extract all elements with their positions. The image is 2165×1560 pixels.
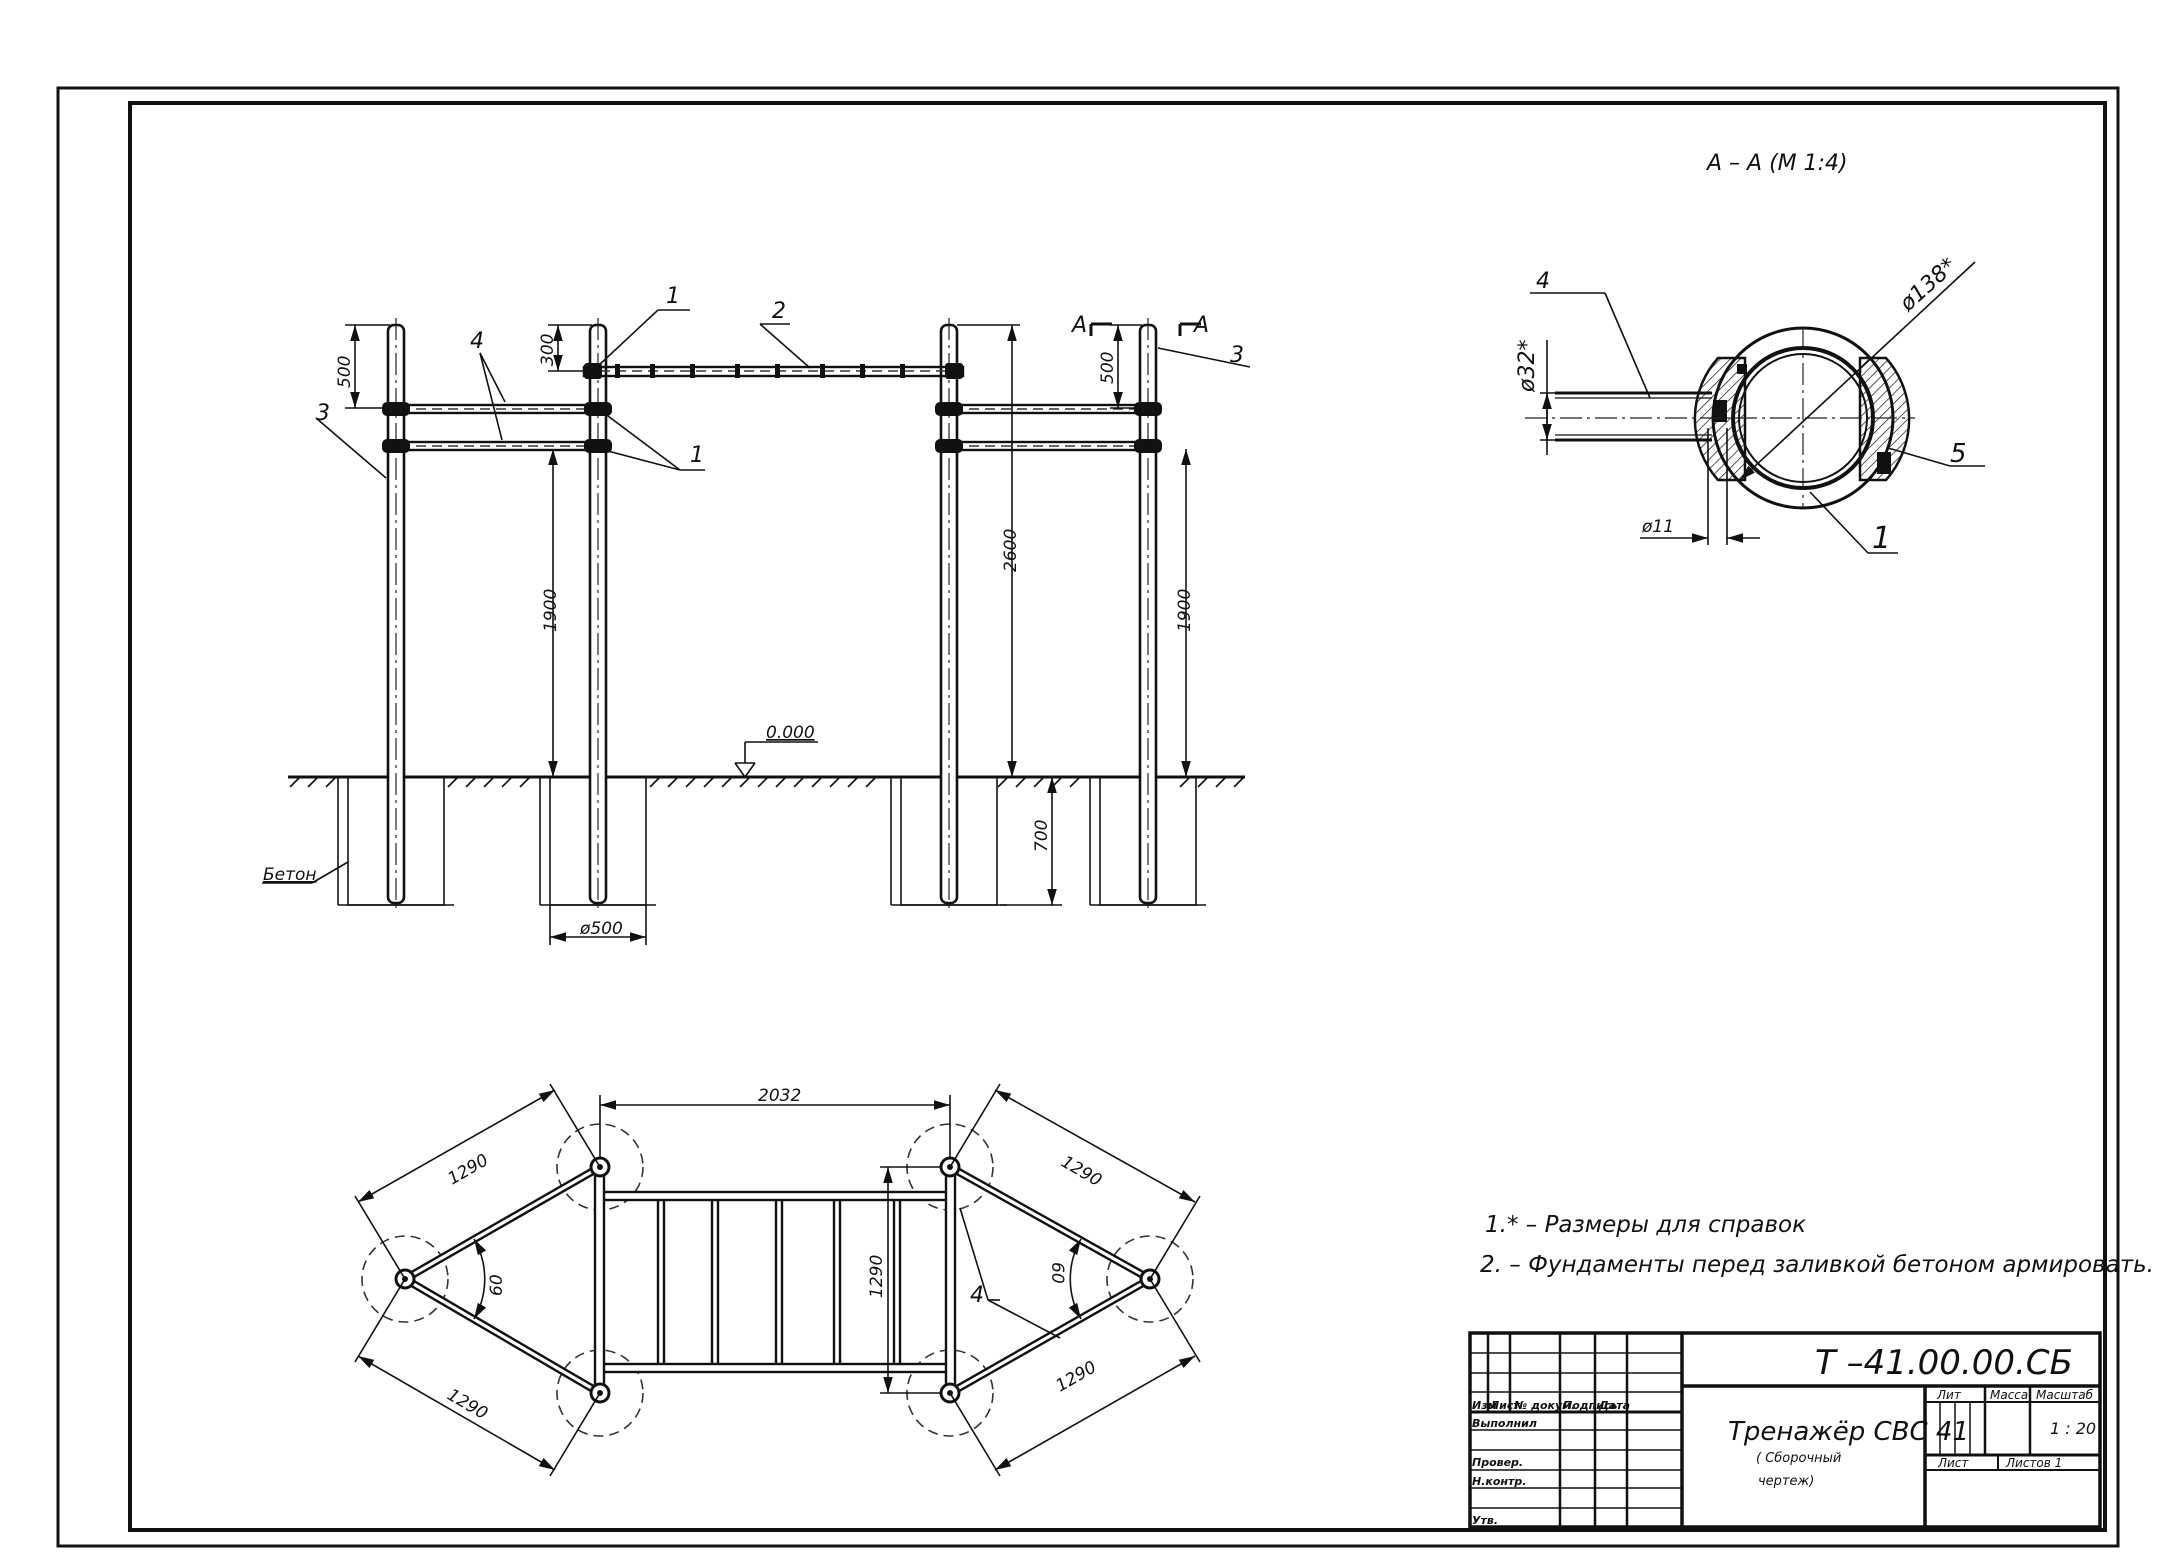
dim-height-left: 1900 xyxy=(541,589,561,632)
dim-height-total: 2600 xyxy=(1001,529,1021,572)
dim-angle-right: 60 xyxy=(1047,1262,1067,1284)
dim-edge-left-upper: 1290 xyxy=(445,1150,492,1189)
title-block xyxy=(1468,1331,2102,1529)
position-4: 4 xyxy=(470,329,484,354)
outer-frame xyxy=(56,86,2120,1548)
designation: Т –41.00.00.СБ xyxy=(1815,1343,2073,1383)
position-2: 2 xyxy=(772,299,786,324)
dim-span: 2032 xyxy=(758,1086,801,1106)
header-scale: Масштаб xyxy=(2036,1388,2094,1402)
dim-top-left: 500 xyxy=(335,356,355,388)
plan-view xyxy=(354,1083,1201,1477)
position-1-top: 1 xyxy=(666,284,680,309)
plan-position-4: 4 xyxy=(970,1283,984,1308)
scale-value: 1 : 20 xyxy=(2050,1419,2096,1438)
sheets-label: Листов 1 xyxy=(2005,1456,2062,1470)
header-doc: № докум. xyxy=(1513,1399,1575,1412)
position-3-right: 3 xyxy=(1230,343,1244,368)
product-name: Тренажёр СВС 41 xyxy=(1728,1417,1969,1447)
sheet-label: Лист xyxy=(1937,1456,1969,1470)
section-view xyxy=(1525,261,1985,554)
dim-tube-dia: ø32* xyxy=(1515,340,1540,393)
header-sign: Подпись xyxy=(1563,1399,1617,1412)
note-2: 2. – Фундаменты перед заливкой бетоном а… xyxy=(1480,1252,2154,1278)
beton-label: Бетон xyxy=(263,865,317,885)
dim-height-right: 1900 xyxy=(1175,589,1195,632)
row-prover: Провер. xyxy=(1472,1456,1523,1469)
note-1: 1.* – Размеры для справок xyxy=(1485,1212,1806,1238)
header-list: Лист xyxy=(1489,1399,1520,1412)
dim-foundation-dia: ø500 xyxy=(579,919,623,939)
front-view xyxy=(262,309,1251,945)
dim-top-right: 500 xyxy=(1098,352,1118,384)
inner-frame xyxy=(128,101,2107,1532)
dim-bolt-dia: ø11 xyxy=(1641,517,1674,537)
section-mark-left: А xyxy=(1070,313,1087,338)
dim-depth: 700 xyxy=(1032,820,1052,852)
dim-top-mid: 300 xyxy=(538,334,558,366)
section-title: А – А (М 1:4) xyxy=(1705,151,1848,176)
header-date: Дата xyxy=(1598,1399,1630,1412)
dim-outer-dia: ø138* xyxy=(1895,253,1962,317)
dim-edge-right-upper: 1290 xyxy=(1058,1152,1105,1191)
section-position-4: 4 xyxy=(1536,269,1550,294)
row-utv: Утв. xyxy=(1472,1514,1498,1527)
dim-edge-left-lower: 1290 xyxy=(444,1385,491,1424)
header-mass: Масса xyxy=(1990,1388,2028,1402)
subtitle-1: ( Сборочный xyxy=(1756,1451,1841,1466)
header-izm: Изм xyxy=(1472,1399,1497,1412)
subtitle-2: чертеж) xyxy=(1758,1474,1814,1489)
level-mark: 0.000 xyxy=(766,723,815,743)
position-1-lower: 1 xyxy=(690,443,704,468)
row-nkontr: Н.контр. xyxy=(1472,1475,1526,1488)
dim-angle-left: 60 xyxy=(487,1274,507,1296)
position-3-left: 3 xyxy=(316,401,330,426)
section-position-5: 5 xyxy=(1950,439,1967,469)
header-lit: Лит xyxy=(1936,1388,1962,1402)
section-position-1: 1 xyxy=(1872,521,1891,556)
row-vypolnil: Выполнил xyxy=(1472,1417,1537,1430)
dim-width: 1290 xyxy=(867,1255,887,1298)
dim-edge-right-lower: 1290 xyxy=(1053,1357,1100,1396)
section-mark-right: А xyxy=(1192,313,1209,338)
